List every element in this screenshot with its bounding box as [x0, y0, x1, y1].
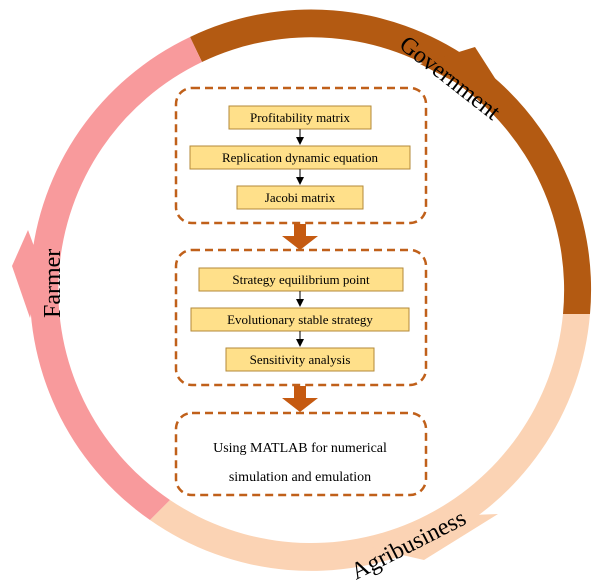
stage3-line-1: Using MATLAB for numerical	[213, 441, 387, 456]
ring-farmer-notch	[12, 230, 42, 318]
stage2-container	[174, 248, 428, 387]
stage2-step-1: Strategy equilibrium point	[198, 267, 404, 292]
stage2-step-3: Sensitivity analysis	[225, 347, 375, 372]
stage3-container	[174, 411, 428, 497]
ring-segment-farmer	[29, 37, 202, 520]
ring-agribusiness-notch	[372, 514, 498, 560]
stage1-step-1-label: Profitability matrix	[250, 110, 351, 125]
stage3-line-2: simulation and emulation	[229, 470, 371, 485]
stage1-step-2-label: Replication dynamic equation	[222, 150, 378, 165]
stage2-step-2-label: Evolutionary stable strategy	[227, 312, 373, 327]
ring-label-farmer: Farmer	[40, 249, 66, 318]
stage1-step-1: Profitability matrix	[228, 105, 372, 130]
stage2-step-2: Evolutionary stable strategy	[190, 307, 410, 332]
stage2-step-3-label: Sensitivity analysis	[250, 352, 351, 367]
ring-segment-agribusiness	[150, 314, 590, 571]
stage1-step-3-label: Jacobi matrix	[265, 190, 336, 205]
stage1-step-3: Jacobi matrix	[236, 185, 364, 210]
stage2-step-1-label: Strategy equilibrium point	[232, 272, 370, 287]
stage1-step-2: Replication dynamic equation	[189, 145, 411, 170]
ring-government-notch	[420, 47, 514, 108]
flow-arrow-2	[282, 386, 318, 412]
flow-arrow-1	[282, 224, 318, 250]
stage1-container	[174, 86, 428, 225]
